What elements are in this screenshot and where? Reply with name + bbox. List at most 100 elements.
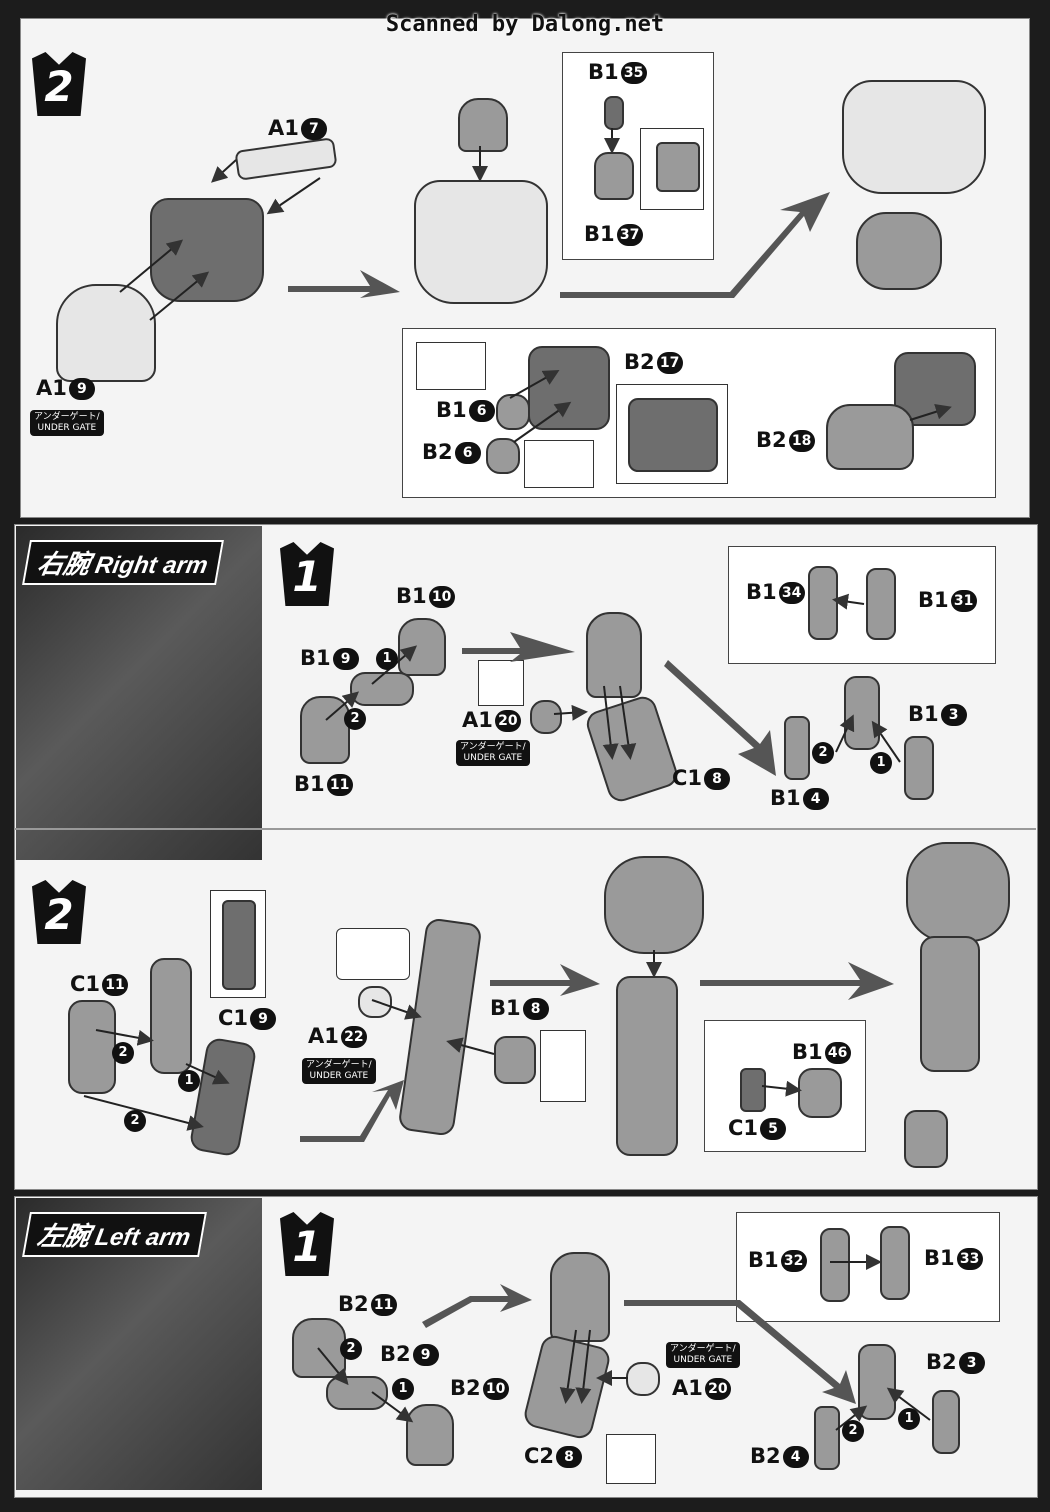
right-arm-reference-photo: 右腕Right arm: [16, 526, 262, 860]
order-mark-2: 2: [842, 1420, 864, 1442]
final-arm-part: [920, 936, 980, 1072]
order-mark-2: 2: [340, 1338, 362, 1360]
hand-gate-box: [540, 1030, 586, 1102]
torso-assembled-part: [414, 180, 548, 304]
elbow-b2-4-part: [814, 1406, 840, 1470]
order-mark-2: 2: [124, 1110, 146, 1132]
step-badge-torso: 2: [32, 52, 86, 116]
upper-arm-top-part: [550, 1252, 610, 1342]
wrist-joint-box: [336, 928, 410, 980]
joint-icon-box-1: [416, 342, 486, 390]
step-badge-right-arm-1: 1: [280, 542, 334, 606]
step-number: 1: [292, 1222, 322, 1271]
left-arm-title-banner: 左腕Left arm: [22, 1212, 207, 1257]
shoulder-assembled-part: [604, 856, 704, 954]
waist-part: [856, 212, 942, 290]
forearm-c1-11-part: [68, 1000, 116, 1094]
order-mark-1: 1: [870, 752, 892, 774]
shoulder-cap-part: [406, 1404, 454, 1466]
hand-b1-8-part: [494, 1036, 536, 1084]
left-arm-reference-photo: 左腕Left arm: [16, 1198, 262, 1490]
upper-arm-joint-part: [530, 700, 562, 734]
elbow-b1-4-part: [784, 716, 810, 780]
elbow-b1-33-part: [880, 1226, 910, 1300]
waist-joint-b1-6: [496, 394, 530, 430]
order-mark-2: 2: [112, 1042, 134, 1064]
order-mark-2: 2: [344, 708, 366, 730]
waist-cover-part: [826, 404, 914, 470]
step-badge-right-arm-2: 2: [32, 880, 86, 944]
final-shoulder-part: [906, 842, 1010, 942]
waist-inner-part: [528, 346, 610, 430]
elbow-b1-31-part: [866, 568, 896, 640]
elbow-b1-32-part: [820, 1228, 850, 1302]
hand-b1-46-part: [798, 1068, 842, 1118]
step-number: 2: [44, 62, 74, 111]
forearm-gate-part: [222, 900, 256, 990]
elbow-b1-34-part: [808, 566, 838, 640]
right-arm-title-banner: 右腕Right arm: [22, 540, 224, 585]
right-arm-step-divider: [14, 828, 1036, 830]
shoulder-shell-part: [292, 1318, 346, 1378]
wrist-joint-part: [358, 986, 392, 1018]
step-number: 1: [292, 552, 322, 601]
hand-c1-5-part: [740, 1068, 766, 1112]
under-gate-tag: アンダーゲート/UNDER GATE: [456, 740, 530, 766]
neck-peg-part: [604, 96, 624, 130]
neck-gate-part: [656, 142, 700, 192]
neck-joint-part: [594, 152, 634, 200]
joint-gate-box: [478, 660, 524, 706]
order-mark-1: 1: [898, 1408, 920, 1430]
neck-part: [458, 98, 508, 152]
elbow-b1-3-part: [904, 736, 934, 800]
under-gate-tag: アンダーゲート/UNDER GATE: [302, 1058, 376, 1084]
elbow-joint-part: [858, 1344, 896, 1420]
upper-arm-joint-part: [626, 1362, 660, 1396]
shoulder-joint-part: [350, 672, 414, 706]
waist-joint-b2-6: [486, 438, 520, 474]
torso-back-part: [150, 198, 264, 302]
shoulder-cap-part: [398, 618, 446, 676]
waist-gate-part: [628, 398, 718, 472]
final-hand-part: [904, 1110, 948, 1168]
elbow-b2-3-part: [932, 1390, 960, 1454]
upper-body-part: [842, 80, 986, 194]
scanned-by-watermark: Scanned by Dalong.net: [385, 12, 665, 37]
order-mark-2: 2: [812, 742, 834, 764]
step-badge-left-arm-1: 1: [280, 1212, 334, 1276]
shoulder-joint-part: [326, 1376, 388, 1410]
forearm-inner-part: [150, 958, 192, 1074]
step-number: 2: [44, 890, 74, 939]
order-mark-1: 1: [376, 648, 398, 670]
joint-gate-box: [606, 1434, 656, 1484]
elbow-joint-part: [844, 676, 880, 750]
